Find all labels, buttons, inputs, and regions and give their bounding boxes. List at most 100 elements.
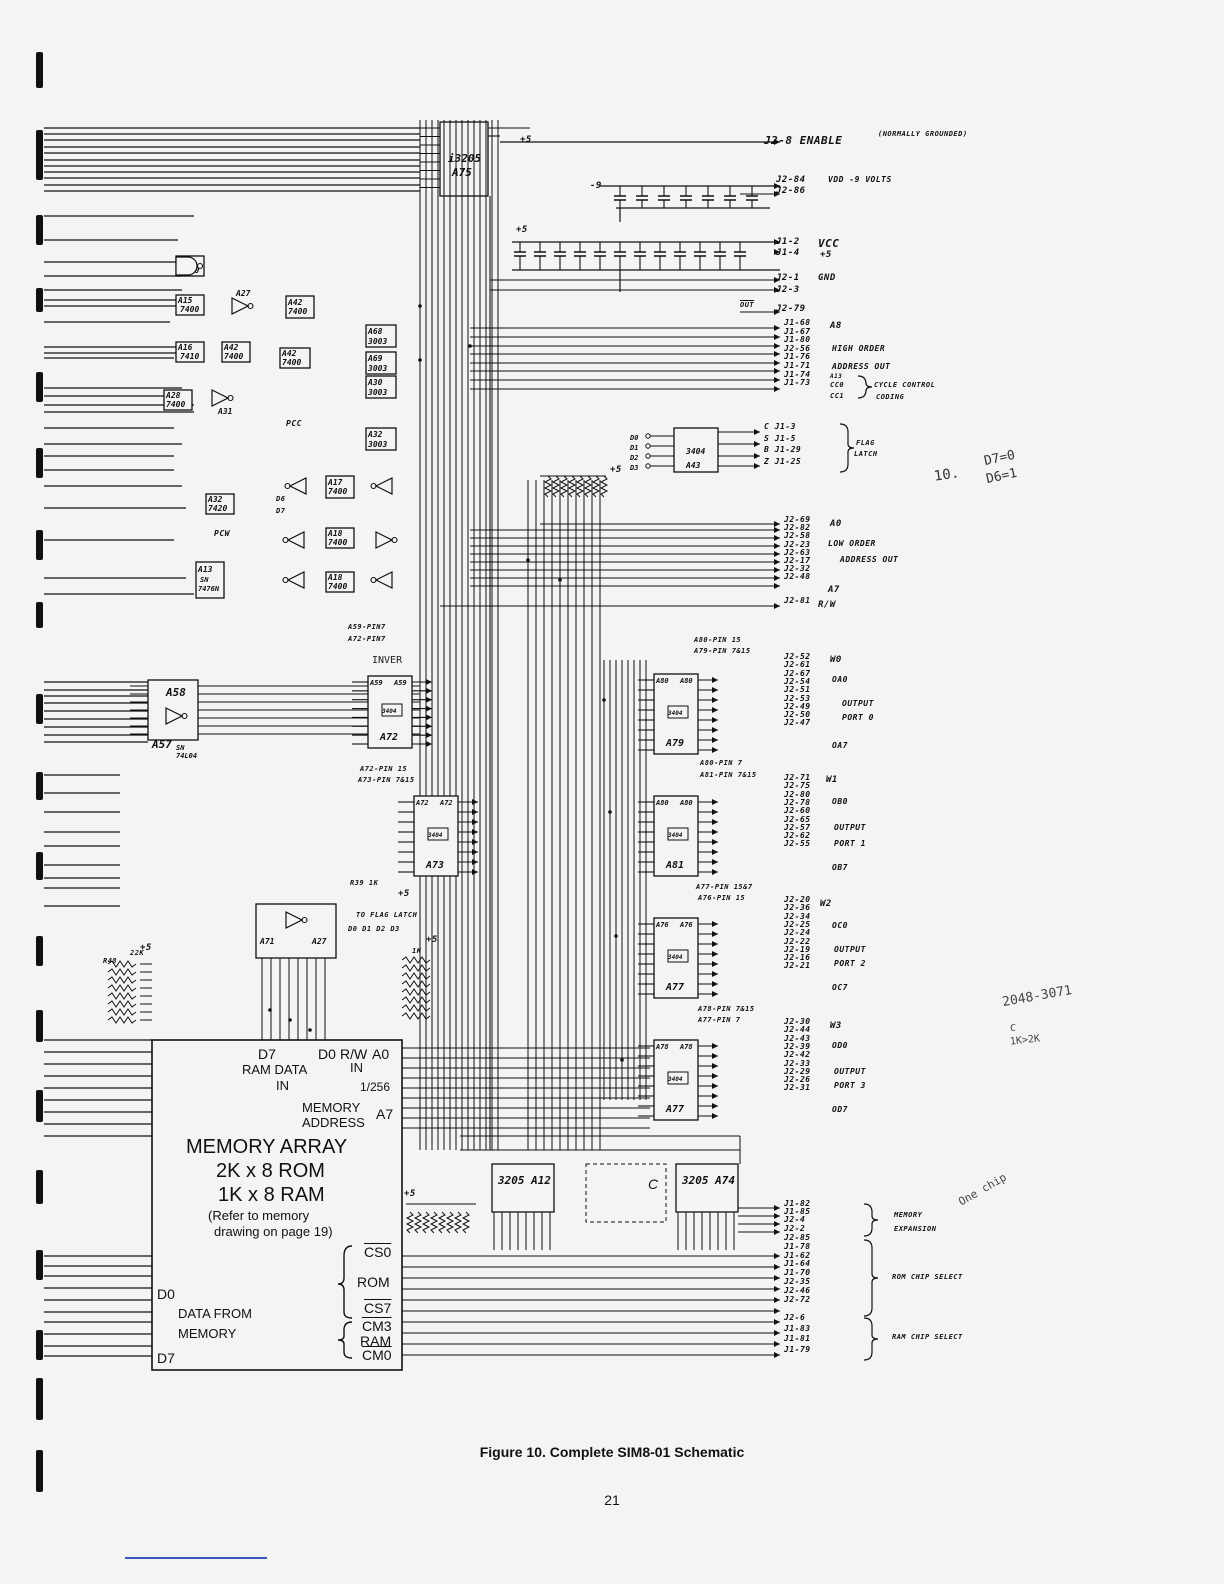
dashed-box	[585, 1163, 667, 1223]
connector-pin-label: J2-44	[784, 1025, 811, 1035]
label-d0-d3: D0 D1 D2 D3	[348, 925, 400, 933]
connector-pin-label: J1-70	[784, 1268, 811, 1278]
chip-label: 3003	[367, 337, 387, 346]
arrow-head	[754, 429, 760, 435]
arrow-head	[774, 1264, 780, 1270]
binding-hole	[36, 448, 43, 478]
chip-label: 7420	[208, 504, 227, 513]
binding-hole	[36, 372, 43, 402]
mem-d7-top: D7	[258, 1046, 276, 1062]
connector-pin-label: J2-39	[784, 1041, 811, 1051]
chip-label: 7476N	[198, 585, 220, 593]
mem-d0-bottom: D0	[157, 1286, 175, 1302]
chip-label: A69	[367, 354, 383, 363]
chip-label: 3404	[685, 447, 705, 456]
binding-hole	[36, 1378, 43, 1420]
label-a79-pin: A79-PIN 7&15	[694, 647, 751, 655]
connector-pin-label: J1-80	[784, 335, 811, 345]
label-r48: R48	[103, 957, 118, 965]
junction-dot	[614, 934, 618, 938]
connector-pin-label: J2-46	[784, 1285, 811, 1295]
connector-pin-label: Z J1-25	[764, 456, 802, 466]
mem-data-memory: MEMORY	[178, 1326, 237, 1341]
arrow-head	[712, 717, 718, 723]
arrow-head	[712, 819, 718, 825]
arrow-head	[712, 697, 718, 703]
chip-label: A80	[655, 677, 669, 685]
mem-in-right: IN	[350, 1060, 363, 1075]
chip-A79	[653, 673, 699, 755]
chip-label: 3404	[381, 708, 397, 715]
arrow-head	[426, 696, 432, 703]
junction-dot	[602, 698, 606, 702]
label-a76-pin15: A76-PIN 15	[698, 894, 746, 902]
arrow-head	[712, 931, 718, 937]
arrow-head	[774, 1275, 780, 1281]
mem-rom-size: 2K x 8 ROM	[216, 1160, 325, 1182]
connector-pin-label: J2-16	[784, 953, 811, 963]
brace	[337, 1321, 353, 1359]
arrow-head	[774, 183, 780, 189]
hand-note-10: 10.	[933, 465, 961, 485]
arrow-head	[712, 1093, 718, 1099]
mem-a0: A0	[372, 1046, 390, 1062]
connector-pin-label: J2-2	[784, 1223, 806, 1233]
binding-hole	[36, 602, 43, 628]
label-vdd: VDD -9 VOLTS	[828, 175, 892, 184]
connector-pin-label: J2-32	[784, 564, 811, 574]
label-a13: A13	[830, 373, 843, 380]
arrow-head	[712, 727, 718, 733]
label-j2-86: J2-86	[776, 186, 806, 196]
mem-d7-bottom: D7	[157, 1350, 175, 1366]
connector-pin-label: J1-67	[784, 326, 811, 336]
arrow-head	[774, 1213, 780, 1219]
connector-pin-label: J2-24	[784, 928, 811, 938]
chip-label: A59	[369, 679, 383, 687]
arrow-head	[754, 453, 760, 459]
chip-label: D0	[629, 434, 638, 442]
chip-label: A72	[415, 799, 429, 807]
arrow-head	[754, 441, 760, 447]
latch-cell	[427, 827, 449, 841]
binding-hole	[36, 530, 43, 560]
connector-pin-label: J2-61	[784, 660, 811, 670]
mem-note1: (Refer to memory	[208, 1208, 310, 1223]
label-gnd: GND	[818, 273, 836, 283]
arrow-head	[774, 377, 780, 383]
chip-label: A13	[197, 565, 213, 574]
connector-pin-label: J2-42	[784, 1050, 811, 1060]
chip-a32b	[205, 493, 235, 515]
junction-dot	[308, 1028, 312, 1032]
label-j1-2: J1-2	[776, 237, 800, 247]
chip-label: A68	[367, 327, 383, 336]
connector-pin-label: J2-35	[784, 1277, 811, 1286]
label-port-1: PORT 1	[834, 839, 866, 848]
latch-cell	[667, 1071, 689, 1085]
inverter-a27b	[286, 531, 305, 549]
inverter-bubble	[282, 576, 289, 584]
chip-label: A42	[223, 343, 239, 352]
label-a77-pin: A77-PIN 15&7	[696, 883, 753, 891]
chip-3003-1	[365, 351, 397, 375]
chip-label: A72	[379, 732, 398, 743]
arrow-head	[426, 732, 432, 739]
connector-pin-label: J2-51	[784, 685, 811, 695]
label-cycle-control: CYCLE CONTROL	[874, 381, 936, 389]
resistor	[421, 1211, 431, 1234]
label-oa0: OA0	[832, 675, 848, 684]
label-j2-84: J2-84	[776, 175, 806, 185]
label-ob7: OB7	[832, 863, 848, 872]
mem-memory: MEMORY	[302, 1100, 361, 1115]
connector-pin-label: J2-34	[784, 911, 811, 921]
chip-label: 7400	[166, 400, 185, 409]
connector-pin-label: J2-69	[784, 515, 811, 524]
arrow-head	[426, 741, 432, 747]
chip-label: 7400	[328, 538, 347, 547]
label-a0: A0	[830, 519, 842, 529]
page-number: 21	[604, 1492, 620, 1508]
nand-a14-shape	[175, 256, 198, 276]
label-ob0: OB0	[832, 797, 848, 806]
connector-pin-label: J2-52	[784, 652, 811, 661]
